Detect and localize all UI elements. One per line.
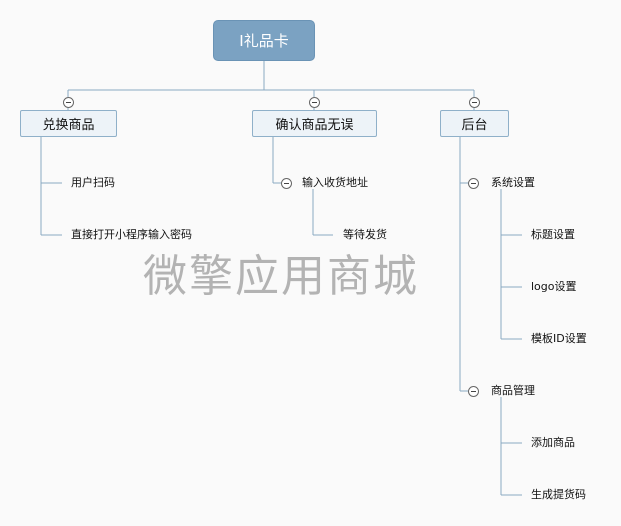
collapse-toggle-icon[interactable] <box>63 97 74 108</box>
collapse-toggle-icon[interactable] <box>281 178 292 189</box>
leaf-user-scan[interactable]: 用户扫码 <box>71 176 115 190</box>
collapse-toggle-icon[interactable] <box>309 97 320 108</box>
leaf-add-goods[interactable]: 添加商品 <box>531 436 575 450</box>
leaf-generate-pickup-code[interactable]: 生成提货码 <box>531 488 586 502</box>
collapse-toggle-icon[interactable] <box>468 386 479 397</box>
leaf-label: 等待发货 <box>343 228 387 241</box>
root-node[interactable]: I礼品卡 <box>213 20 315 61</box>
leaf-system-settings[interactable]: 系统设置 <box>491 176 535 190</box>
node-backend[interactable]: 后台 <box>440 110 509 137</box>
leaf-label: 添加商品 <box>531 436 575 449</box>
leaf-label: 标题设置 <box>531 228 575 241</box>
leaf-label: 输入收货地址 <box>302 176 368 189</box>
leaf-await-shipping[interactable]: 等待发货 <box>343 228 387 242</box>
leaf-label: logo设置 <box>531 280 577 293</box>
leaf-title-settings[interactable]: 标题设置 <box>531 228 575 242</box>
leaf-enter-address[interactable]: 输入收货地址 <box>302 176 368 190</box>
collapse-toggle-icon[interactable] <box>469 97 480 108</box>
collapse-toggle-icon[interactable] <box>468 178 479 189</box>
leaf-logo-settings[interactable]: logo设置 <box>531 280 577 294</box>
node-label: 确认商品无误 <box>275 118 354 133</box>
node-label: 后台 <box>461 118 488 133</box>
node-label: 兑换商品 <box>42 118 95 133</box>
leaf-goods-management[interactable]: 商品管理 <box>491 384 535 398</box>
node-redeem-goods[interactable]: 兑换商品 <box>20 110 117 137</box>
leaf-template-id-settings[interactable]: 模板ID设置 <box>531 332 587 346</box>
watermark: 微擎应用商城 <box>143 251 419 302</box>
leaf-label: 生成提货码 <box>531 488 586 501</box>
leaf-label: 直接打开小程序输入密码 <box>71 228 192 241</box>
leaf-open-miniprogram[interactable]: 直接打开小程序输入密码 <box>71 228 192 242</box>
node-confirm-goods[interactable]: 确认商品无误 <box>252 110 377 137</box>
leaf-label: 商品管理 <box>491 384 535 397</box>
leaf-label: 系统设置 <box>491 176 535 189</box>
root-node-label: I礼品卡 <box>239 32 289 50</box>
leaf-label: 模板ID设置 <box>531 332 587 345</box>
leaf-label: 用户扫码 <box>71 176 115 189</box>
